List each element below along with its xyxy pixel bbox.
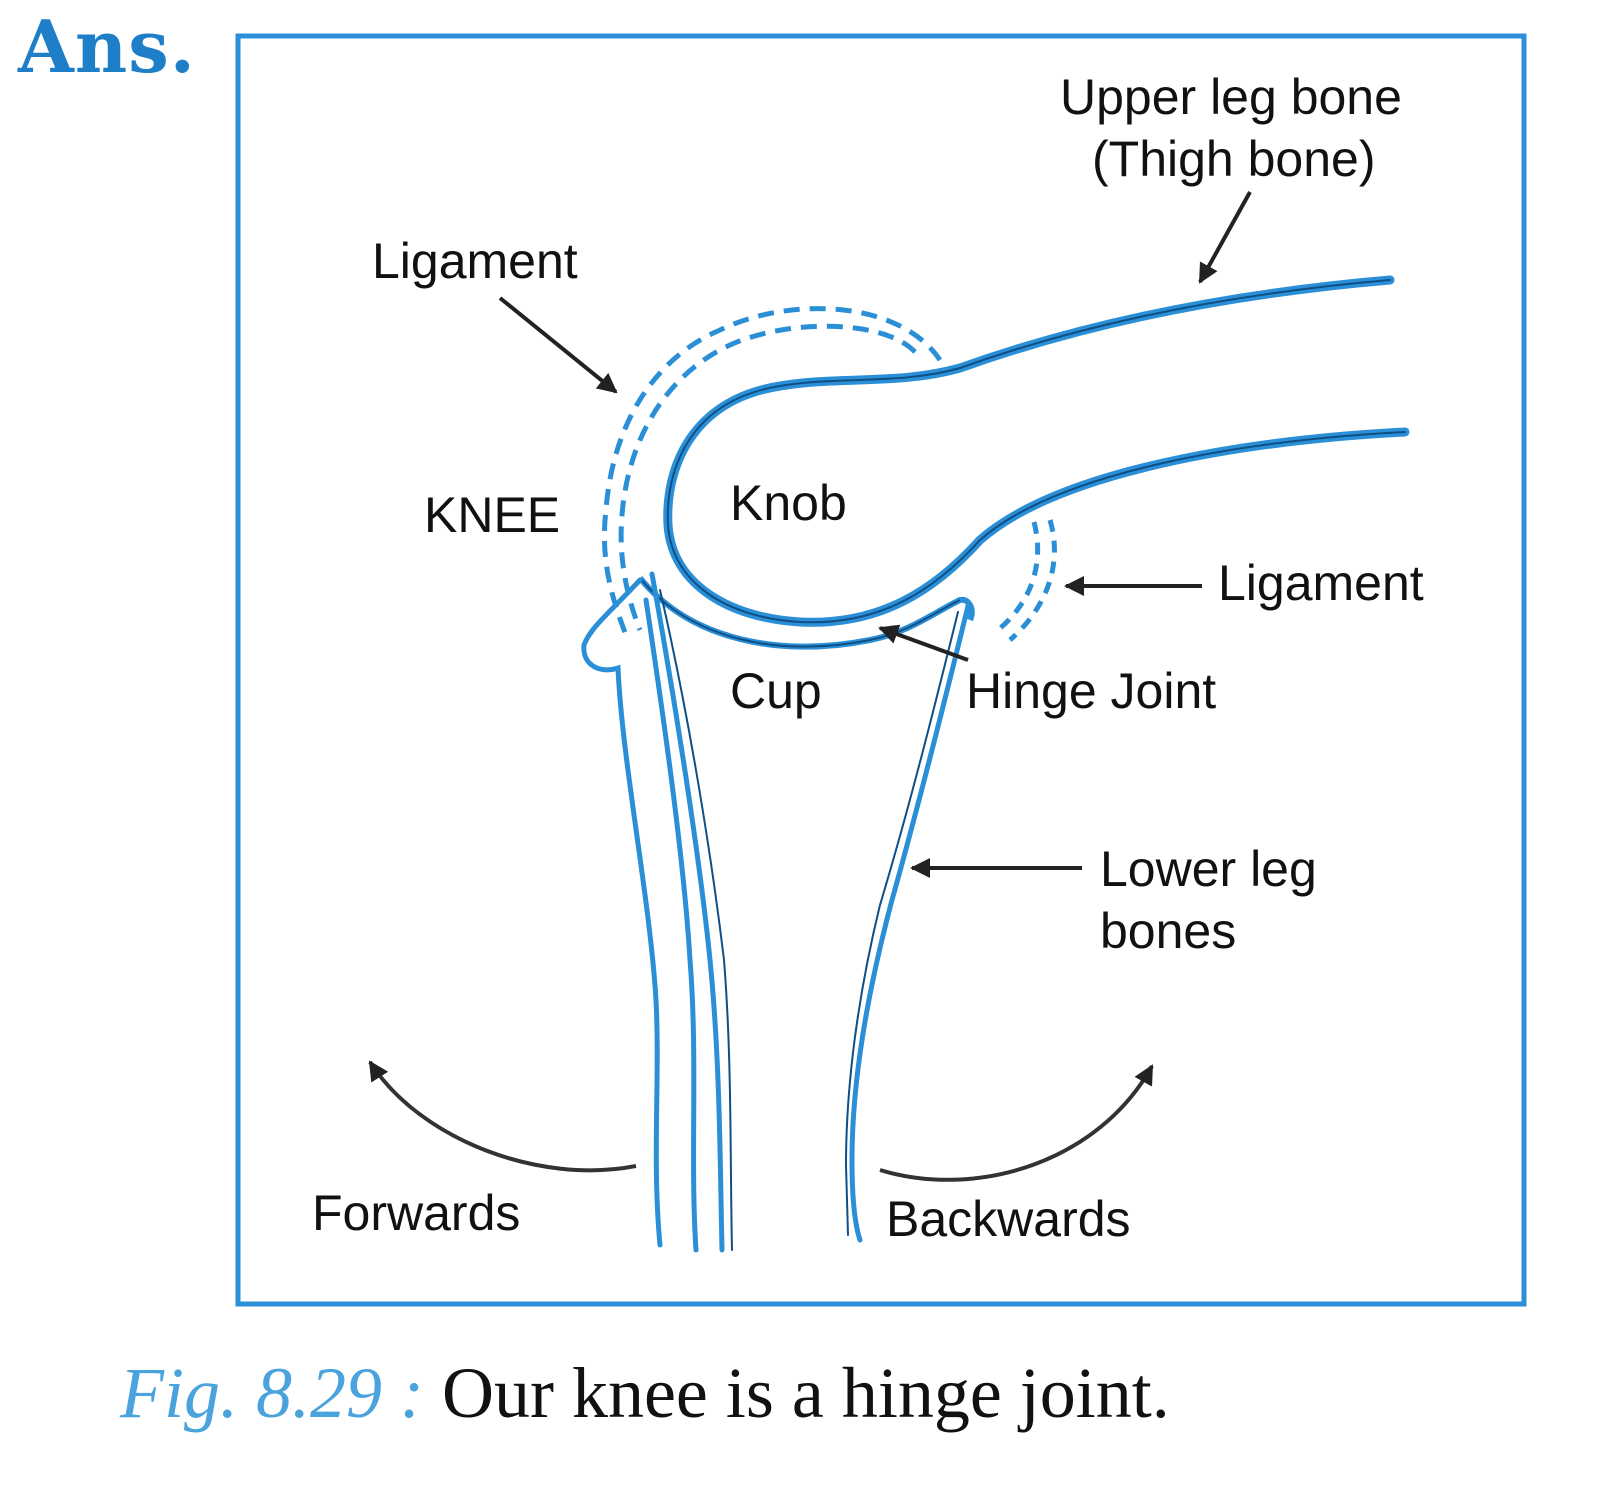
ligament-label-right: Ligament (1218, 555, 1424, 611)
hinge-joint-pointer (878, 624, 969, 662)
figure-caption: Fig. 8.29 : Our knee is a hinge joint. (120, 1352, 1170, 1435)
figure-number: Fig. 8.29 (120, 1353, 382, 1433)
pointer-arrows (498, 191, 1252, 878)
thigh-bone (663, 275, 1410, 627)
knee-label: KNEE (424, 487, 561, 543)
hinge-joint-label: Hinge Joint (966, 663, 1217, 719)
thigh-bone-arrow (1198, 191, 1252, 284)
upper-leg-bone-label: Upper leg bone (1060, 69, 1402, 125)
backwards-arrow (879, 1064, 1154, 1182)
lower-leg-bone-front (581, 571, 733, 1253)
answer-heading: Ans. (18, 4, 196, 89)
cup-label: Cup (730, 663, 822, 719)
backwards-label: Backwards (886, 1191, 1131, 1247)
ligament-top-arrow (498, 296, 618, 394)
lower-leg-label: Lower leg (1100, 841, 1317, 897)
forwards-arrow (368, 1060, 637, 1173)
knob-label: Knob (730, 475, 847, 531)
thigh-bone-label: (Thigh bone) (1092, 131, 1376, 187)
lower-leg-bone-back (844, 603, 971, 1243)
caption-separator: : (399, 1353, 424, 1433)
ligament-label-top: Ligament (372, 233, 578, 289)
movement-arrows (368, 1060, 1154, 1182)
caption-text: Our knee is a hinge joint. (441, 1353, 1170, 1433)
ligament-bands (601, 306, 1057, 642)
forwards-label: Forwards (312, 1185, 521, 1241)
bones-label: bones (1100, 903, 1237, 959)
figure-frame (235, 33, 1527, 1307)
